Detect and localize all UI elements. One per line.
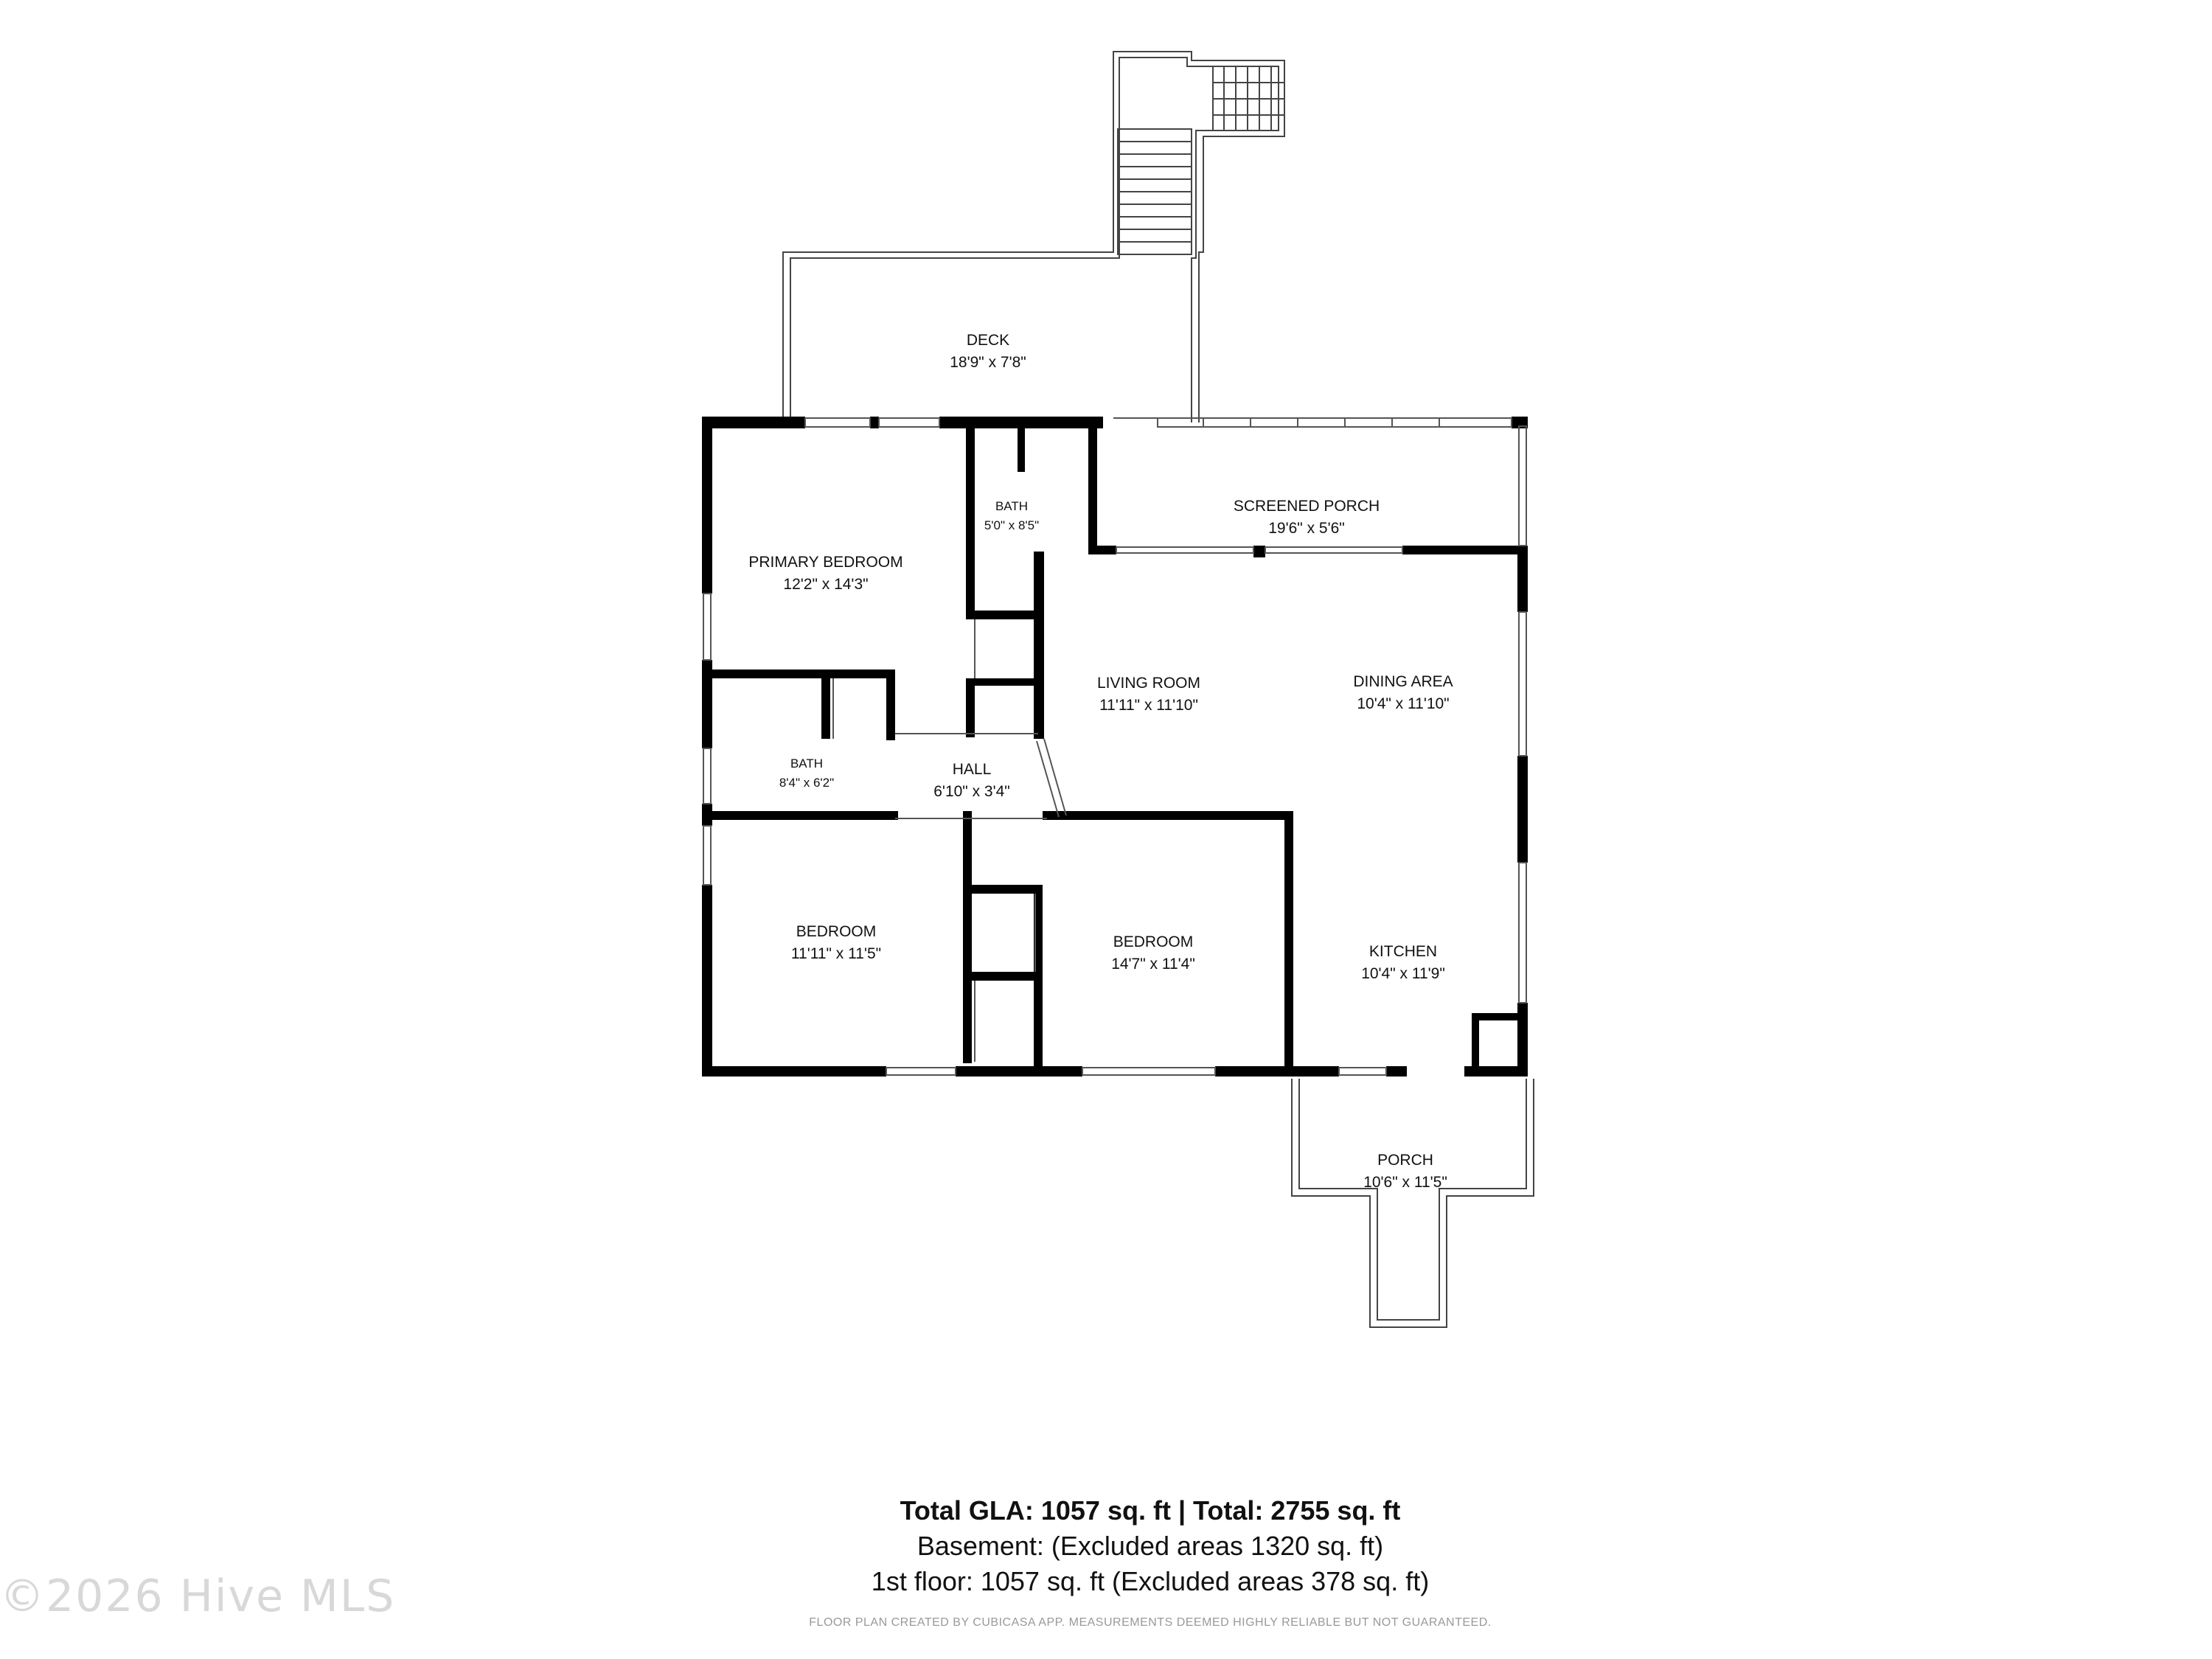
deck-outline [782, 51, 1534, 1328]
upper-bath-dim: 5'0" x 8'5" [984, 518, 1039, 532]
primary-bedroom-name: PRIMARY BEDROOM [748, 554, 902, 571]
upper-bath-name: BATH [995, 499, 1028, 513]
screened-porch-name: SCREENED PORCH [1234, 498, 1380, 515]
kitchen-name: KITCHEN [1369, 943, 1437, 960]
porch-name: PORCH [1377, 1152, 1433, 1169]
screened-porch-dim: 19'6" x 5'6" [1268, 520, 1345, 537]
lower-bath-name: BATH [790, 757, 823, 771]
walls [702, 417, 1528, 1077]
room-labels: DECK 18'9" x 7'8" SCREENED PORCH 19'6" x… [748, 332, 1453, 1191]
living-room-name: LIVING ROOM [1097, 675, 1200, 692]
primary-bedroom-dim: 12'2" x 14'3" [783, 576, 868, 593]
bedroom-left-name: BEDROOM [796, 923, 877, 940]
lower-bath-dim: 8'4" x 6'2" [779, 776, 834, 790]
first-floor-area: 1st floor: 1057 sq. ft (Excluded areas 3… [871, 1566, 1430, 1596]
disclaimer: FLOOR PLAN CREATED BY CUBICASA APP. MEAS… [809, 1616, 1492, 1629]
total-area: Total GLA: 1057 sq. ft | Total: 2755 sq.… [900, 1495, 1401, 1526]
bedroom-middle-name: BEDROOM [1113, 933, 1194, 950]
living-room-dim: 11'11" x 11'10" [1099, 697, 1198, 714]
deck-stairs [1117, 66, 1284, 255]
watermark: ©2026 Hive MLS [0, 1571, 396, 1622]
dining-area-dim: 10'4" x 11'10" [1357, 695, 1449, 712]
deck-name: DECK [967, 332, 1009, 349]
basement-area: Basement: (Excluded areas 1320 sq. ft) [917, 1531, 1384, 1561]
bedroom-middle-dim: 14'7" x 11'4" [1111, 956, 1195, 973]
hall-dim: 6'10" x 3'4" [933, 783, 1010, 800]
deck-dim: 18'9" x 7'8" [950, 354, 1026, 371]
bedroom-left-dim: 11'11" x 11'5" [791, 945, 881, 962]
kitchen-dim: 10'4" x 11'9" [1361, 965, 1445, 982]
porch-outline [1291, 1079, 1534, 1328]
hall-name: HALL [953, 761, 992, 778]
dining-area-name: DINING AREA [1353, 673, 1453, 690]
porch-dim: 10'6" x 11'5" [1363, 1174, 1447, 1191]
windows [703, 417, 1527, 1076]
